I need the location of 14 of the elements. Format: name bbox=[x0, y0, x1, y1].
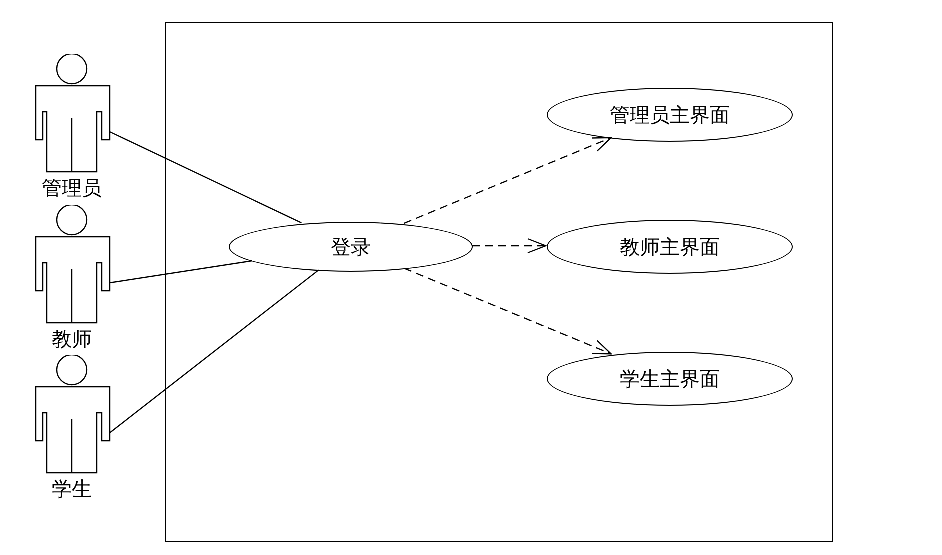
association-line bbox=[110, 270, 320, 434]
use-case-ellipse: 管理员主界面 bbox=[547, 88, 793, 142]
dashed-arrow bbox=[472, 238, 547, 254]
use-case-ellipse: 教师主界面 bbox=[547, 220, 793, 274]
use-case-ellipse: 登录 bbox=[229, 222, 473, 272]
use-case-ellipse: 学生主界面 bbox=[547, 352, 793, 406]
actor-label: 教师 bbox=[51, 329, 93, 349]
system-boundary bbox=[165, 22, 833, 542]
actor-label: 学生 bbox=[51, 479, 93, 499]
association-line bbox=[110, 260, 253, 284]
association-line bbox=[110, 131, 302, 224]
dashed-arrow bbox=[404, 137, 612, 224]
dashed-arrow bbox=[404, 268, 612, 355]
actor-label: 管理员 bbox=[41, 178, 103, 198]
